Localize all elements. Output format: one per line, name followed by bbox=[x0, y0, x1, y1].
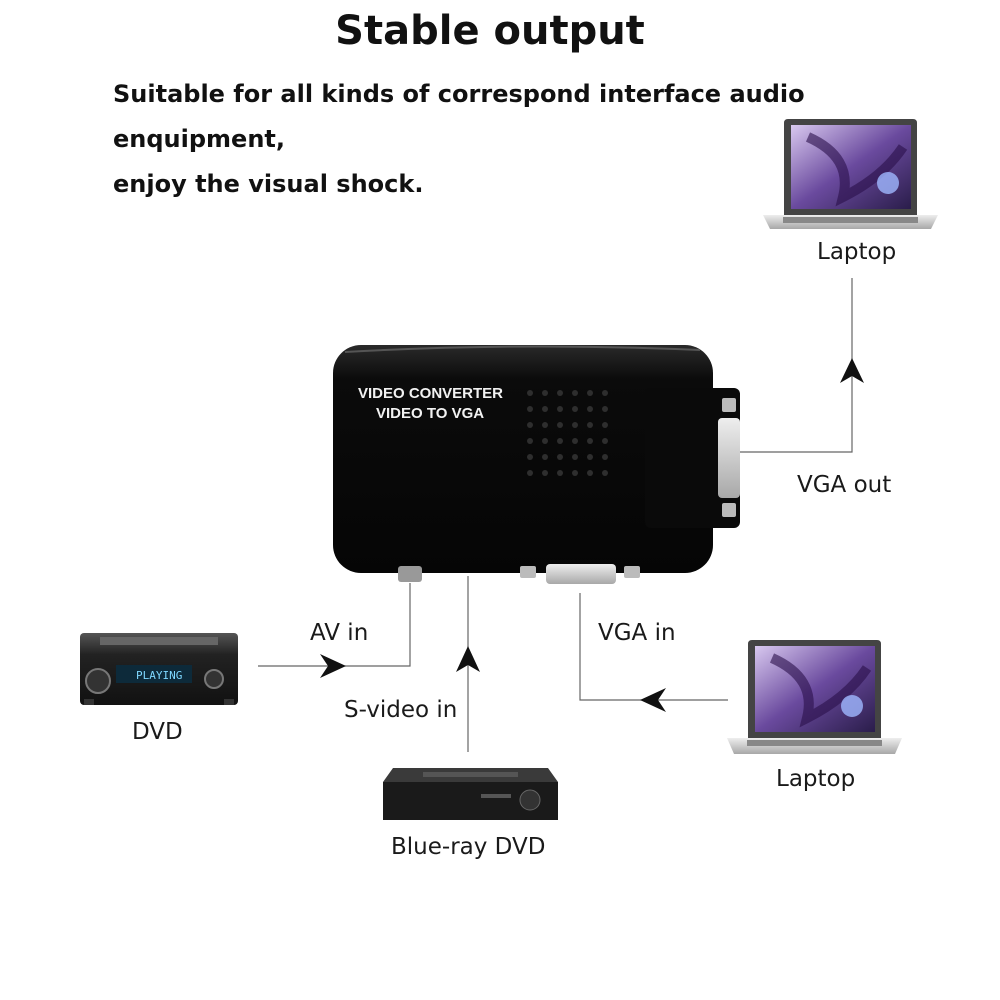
vent-hole bbox=[527, 390, 533, 396]
vent-hole bbox=[587, 454, 593, 460]
label-vga-in: VGA in bbox=[598, 620, 676, 646]
vent-hole bbox=[587, 470, 593, 476]
laptop-bottom-image bbox=[727, 640, 902, 754]
vga-in-line bbox=[579, 593, 728, 701]
label-blueray-dvd: Blue-ray DVD bbox=[391, 834, 546, 860]
vent-hole bbox=[527, 438, 533, 444]
vent-hole bbox=[527, 406, 533, 412]
vent-hole bbox=[527, 454, 533, 460]
label-laptop-top: Laptop bbox=[817, 239, 897, 265]
arrow-left-vga-in bbox=[640, 688, 666, 712]
vent-hole bbox=[542, 422, 548, 428]
vent-hole bbox=[572, 454, 578, 460]
vent-hole bbox=[602, 470, 608, 476]
vent-hole bbox=[557, 406, 563, 412]
device-label-line-1: VIDEO CONVERTER bbox=[358, 385, 503, 402]
vent-hole bbox=[587, 406, 593, 412]
arrowheads bbox=[320, 358, 864, 712]
vent-hole bbox=[542, 406, 548, 412]
blueray-dvd-image bbox=[383, 768, 558, 820]
vent-hole bbox=[572, 438, 578, 444]
vent-hole bbox=[527, 422, 533, 428]
vent-hole bbox=[602, 422, 608, 428]
page-subtitle: Suitable for all kinds of correspond int… bbox=[113, 72, 973, 207]
vent-hole bbox=[557, 438, 563, 444]
vent-hole bbox=[572, 390, 578, 396]
vent-hole bbox=[557, 454, 563, 460]
vent-hole bbox=[527, 470, 533, 476]
vent-hole bbox=[602, 438, 608, 444]
subtitle-line-2: enjoy the visual shock. bbox=[113, 170, 424, 198]
laptop-top-image bbox=[763, 119, 938, 229]
vga-in-port bbox=[546, 564, 616, 584]
arrow-up-vga-out bbox=[840, 358, 864, 383]
vent-hole bbox=[587, 422, 593, 428]
vent-hole bbox=[557, 470, 563, 476]
vent-hole bbox=[602, 390, 608, 396]
vent-hole bbox=[557, 390, 563, 396]
arrow-up-s-video bbox=[456, 646, 480, 672]
video-converter-device: VIDEO CONVERTER VIDEO TO VGA bbox=[333, 345, 740, 584]
vent-hole bbox=[542, 454, 548, 460]
vent-grid bbox=[527, 390, 608, 476]
av-in-line bbox=[258, 583, 411, 667]
converter-body bbox=[333, 345, 713, 573]
vent-hole bbox=[542, 470, 548, 476]
vent-hole bbox=[602, 454, 608, 460]
dvd-display-text: PLAYING bbox=[136, 669, 182, 682]
page-title: Stable output bbox=[335, 8, 645, 54]
vent-hole bbox=[542, 438, 548, 444]
label-vga-out: VGA out bbox=[797, 472, 892, 498]
vga-out-line bbox=[738, 278, 853, 453]
av-in-port bbox=[398, 566, 422, 582]
label-av-in: AV in bbox=[310, 620, 369, 646]
label-s-video-in: S-video in bbox=[344, 697, 458, 723]
device-label-line-2: VIDEO TO VGA bbox=[376, 405, 484, 422]
vent-hole bbox=[542, 390, 548, 396]
dvd-player-image: PLAYING bbox=[80, 633, 238, 705]
vent-hole bbox=[587, 390, 593, 396]
vent-hole bbox=[572, 470, 578, 476]
vga-side-port bbox=[645, 388, 740, 528]
label-laptop-bottom: Laptop bbox=[776, 766, 856, 792]
vent-hole bbox=[587, 438, 593, 444]
arrow-right-av-in bbox=[320, 654, 346, 678]
vent-hole bbox=[602, 406, 608, 412]
label-dvd: DVD bbox=[132, 719, 183, 745]
vent-hole bbox=[572, 422, 578, 428]
vent-hole bbox=[557, 422, 563, 428]
vent-hole bbox=[572, 406, 578, 412]
subtitle-line-1: Suitable for all kinds of correspond int… bbox=[113, 80, 805, 153]
